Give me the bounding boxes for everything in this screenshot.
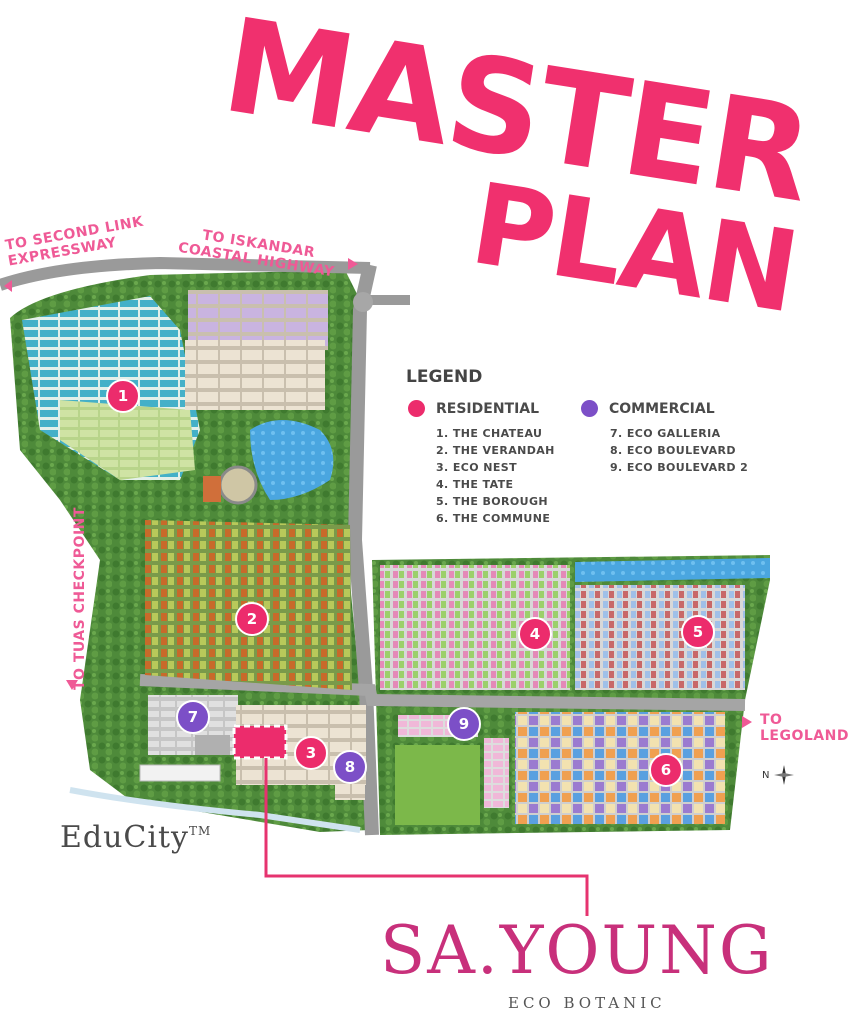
legend-item: 9. ECO BOULEVARD 2 [610,461,749,474]
zone-top-beige [185,340,325,410]
field [395,745,480,825]
marker-chateau[interactable]: 1 [106,379,140,413]
arrow-iskandar-icon [348,258,358,270]
arrow-legoland-icon [742,716,752,728]
direction-legoland-line1: TO [760,712,783,728]
lake [250,420,334,500]
marker-verandah[interactable]: 2 [235,602,269,636]
direction-legoland-line2: LEGOLAND [760,728,849,744]
marker-eco-nest[interactable]: 3 [294,736,328,770]
educity-label: EduCityTM [60,820,211,855]
legend-item: 3. ECO NEST [436,461,517,474]
compass-label: N [762,770,770,781]
educity-name: EduCity [60,820,189,855]
compass-icon: N [762,764,795,786]
marker-eco-galleria[interactable]: 7 [176,700,210,734]
arrow-second-link-icon [4,280,12,292]
zone-borough [575,585,745,690]
marker-borough[interactable]: 5 [681,615,715,649]
roundabout [353,292,373,312]
shoreline [69,787,361,833]
top-road [0,256,371,291]
river [575,558,770,582]
brand-logo: SA.YOUNG [380,912,774,989]
legend-title: LEGEND [406,367,483,387]
commercial-dot-icon [581,400,598,417]
legend-item: 7. ECO GALLERIA [610,427,721,440]
site-leader-line [264,758,589,916]
arrow-tuas-icon [66,680,78,690]
marker-eco-boulevard[interactable]: 8 [333,750,367,784]
marker-tate[interactable]: 4 [518,617,552,651]
legend-item: 6. THE COMMUNE [436,512,551,525]
eco-galleria-building [195,735,230,755]
marker-commune[interactable]: 6 [649,753,683,787]
legend-item: 4. THE TATE [436,478,514,491]
direction-tuas: TO TUAS CHECKPOINT [72,507,88,690]
park-roundabout [218,465,258,505]
direction-legoland: TO LEGOLAND [760,712,849,744]
brand-tagline: ECO BOTANIC [508,994,666,1012]
pavilion [203,476,221,502]
legend-item: 8. ECO BOULEVARD [610,444,736,457]
residential-dot-icon [408,400,425,417]
lower-building [139,764,221,782]
compass-rose-icon [773,765,794,785]
zone-eco-boulevard-2-strip [484,738,509,808]
legend-residential-heading: RESIDENTIAL [436,401,540,417]
sa-young-site [232,724,288,760]
educity-trademark: TM [188,824,212,838]
legend-item: 5. THE BOROUGH [436,495,549,508]
legend-item: 2. THE VERANDAH [436,444,555,457]
marker-eco-boulevard-2[interactable]: 9 [447,707,481,741]
legend-commercial-heading: COMMERCIAL [609,401,715,417]
east-west-road [139,674,746,711]
zone-chateau-green [60,400,195,480]
zone-commune [515,712,725,824]
legend-item: 1. THE CHATEAU [436,427,543,440]
